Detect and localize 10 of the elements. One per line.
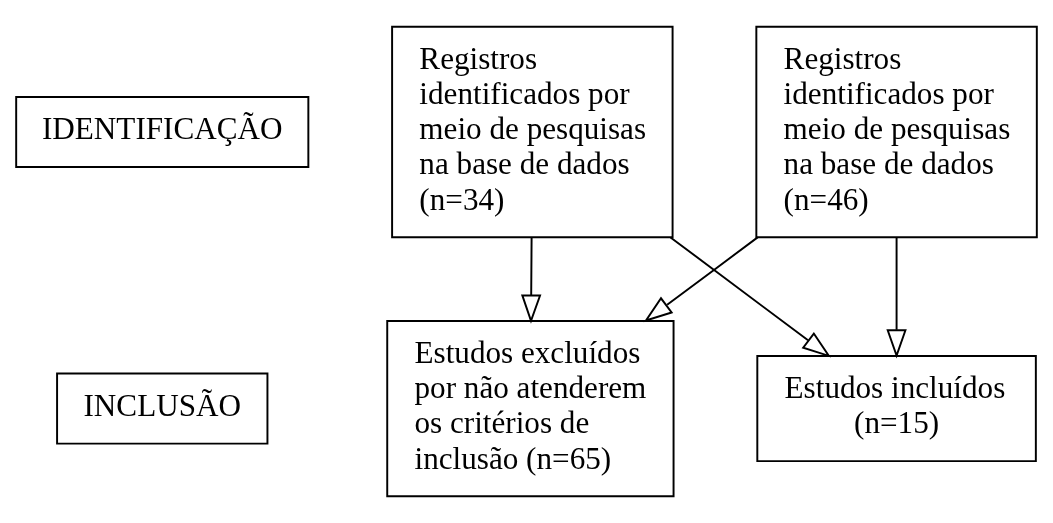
node-box: Registros identificados por meio de pesquisas na base de dados (n=46) <box>755 25 1038 239</box>
arrow <box>669 236 832 358</box>
node-box: INCLUSÃO <box>56 372 269 445</box>
node-box: Estudos incluídos (n=15) <box>756 355 1037 463</box>
node-box: Registros identificados por meio de pesquisas na base de dados (n=34) <box>391 25 674 239</box>
arrow <box>520 236 542 324</box>
arrow <box>886 236 907 359</box>
node-box: IDENTIFICAÇÃO <box>15 95 310 168</box>
node-box: Estudos excluídos por não atenderem os critérios de inclusão (n=65) <box>386 319 675 498</box>
arrow <box>643 236 759 323</box>
